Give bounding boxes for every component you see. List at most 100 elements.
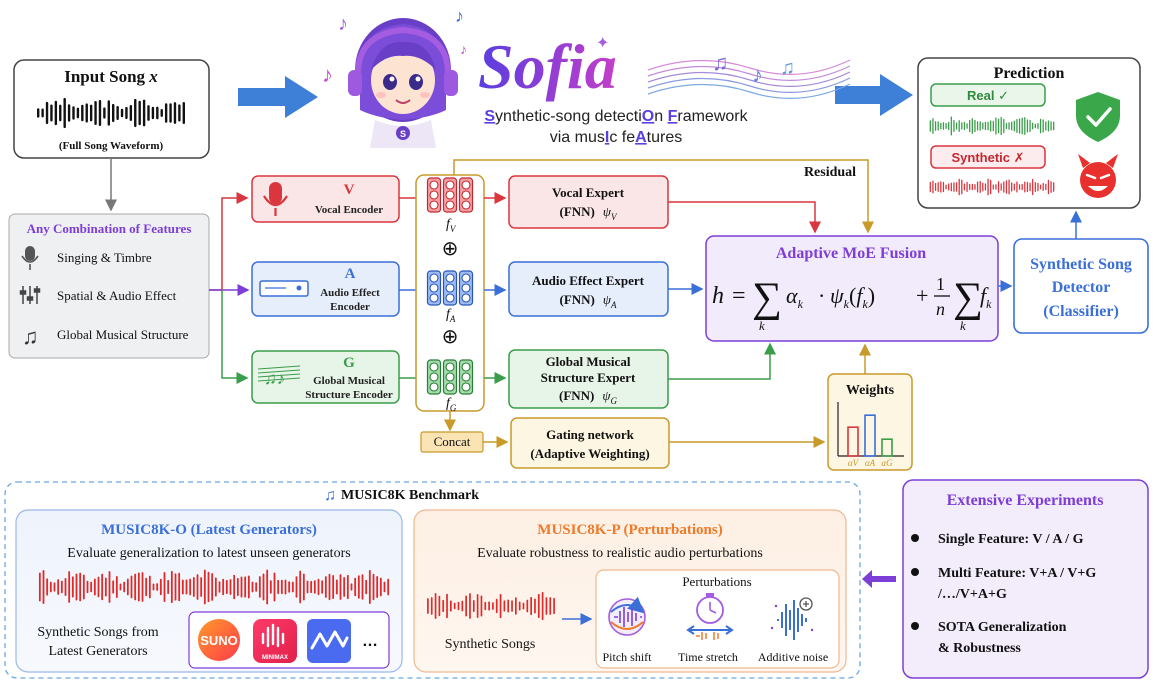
svg-text:∑: ∑	[752, 275, 782, 321]
benchmark-music-note-icon: ♫	[324, 487, 336, 504]
vocal-encoder: V Vocal Encoder	[251, 175, 400, 223]
sofia-mascot-icon: S	[348, 18, 458, 148]
experiment-item-1: Single Feature: V / A / G	[938, 532, 1084, 547]
detector-box: Synthetic Song Detector (Classifier)	[1013, 238, 1149, 334]
arrow-to-prediction	[835, 74, 913, 116]
mixer-sliders-icon	[19, 286, 41, 304]
microphone-icon	[263, 182, 288, 216]
svg-text:+: +	[916, 283, 928, 308]
more-generators-icon: …	[362, 633, 378, 650]
music8k-o-title: MUSIC8K-O (Latest Generators)	[101, 522, 317, 538]
weight-bar	[864, 414, 876, 457]
vocal-encoder-label: Vocal Encoder	[315, 204, 383, 216]
weight-label: αG	[881, 458, 893, 468]
weight-label: αV	[848, 458, 860, 468]
svg-text:∑: ∑	[953, 275, 983, 321]
svg-text:✦: ✦	[596, 35, 609, 52]
vocal-expert-psi: (FNN)ψV	[560, 204, 618, 222]
synthetic-label: Synthetic ✗	[951, 150, 1024, 165]
svg-text:h: h	[712, 283, 724, 309]
weights-bar-chart: αV αA αG	[837, 402, 904, 468]
experiment-item-2-line1: Multi Feature: V+A / V+G	[938, 566, 1096, 581]
features-box: Any Combination of Features Singing & Ti…	[8, 213, 210, 359]
weights-box: Weights αV αA αG	[827, 373, 913, 471]
microphone-icon	[21, 246, 39, 270]
vocal-expert-title: Vocal Expert	[552, 185, 625, 200]
fg-label: fG	[446, 396, 457, 413]
audio-encoder-label-1: Audio Effect	[320, 287, 380, 299]
global-expert-title-1: Global Musical	[546, 354, 631, 369]
weight-bar	[847, 426, 859, 457]
experiments-arrow	[862, 570, 896, 588]
global-expert: Global Musical Structure Expert (FNN)ψG	[508, 349, 669, 409]
svg-text:♪: ♪	[338, 13, 348, 35]
global-encoder-label-2: Structure Encoder	[305, 389, 393, 401]
sofia-subtitle-line2: via musIc feAtures	[550, 129, 683, 146]
detector-line3: (Classifier)	[1043, 303, 1119, 320]
svg-text:S: S	[400, 129, 406, 139]
audio-encoder-letter: A	[345, 266, 356, 282]
gating-line2: (Adaptive Weighting)	[530, 446, 649, 461]
audio-encoder: A Audio Effect Encoder	[251, 261, 400, 317]
weights-title: Weights	[846, 383, 895, 398]
input-song-box: Input Song x (Full Song Waveform)	[13, 59, 210, 159]
weight-bar	[881, 438, 893, 457]
residual-connection	[453, 159, 874, 234]
prediction-title: Prediction	[994, 65, 1065, 82]
pitch-shift-icon	[608, 596, 646, 636]
fusion-title: Adaptive MoE Fusion	[776, 245, 926, 262]
svg-text:SUNO: SUNO	[200, 633, 238, 648]
feature-singing: Singing & Timbre	[57, 250, 152, 265]
music-note-icon: ♫	[22, 324, 39, 349]
benchmark-title: MUSIC8K Benchmark	[341, 488, 479, 503]
input-waveform	[37, 97, 185, 129]
experiments-box: Extensive Experiments Single Feature: V …	[902, 479, 1149, 679]
music-notes-icon: ♪ ♪ ♪ ♪ ✦	[322, 6, 609, 87]
additive-noise-icon	[770, 597, 814, 640]
global-embedding	[426, 359, 474, 395]
svg-text:MINIMAX: MINIMAX	[262, 655, 288, 661]
time-stretch-icon	[686, 593, 734, 640]
oplus-2-icon: ⊕	[442, 326, 459, 348]
embedding-to-expert-arrows	[484, 192, 507, 384]
music8k-p-waveform	[427, 591, 555, 621]
gating-line1: Gating network	[546, 427, 635, 442]
concat-box: Concat	[420, 431, 484, 453]
time-stretch-label: Time stretch	[678, 650, 738, 664]
music8k-o-waveform	[38, 569, 390, 605]
svg-text:k: k	[960, 318, 966, 333]
sheet-music-icon: ♫♪	[257, 365, 301, 388]
experiment-item-3-line2: & Robustness	[938, 641, 1021, 656]
svg-text:♫♪: ♫♪	[264, 369, 285, 388]
real-label: Real ✓	[967, 88, 1009, 103]
residual-label: Residual	[804, 165, 856, 180]
benchmark-panel: ♫ MUSIC8K Benchmark	[4, 481, 861, 679]
global-encoder-label-1: Global Musical	[313, 375, 385, 387]
svg-text:·: ·	[818, 283, 825, 308]
wave-brand-logo	[307, 619, 351, 663]
concat-label: Concat	[434, 434, 471, 449]
vocal-embedding	[426, 177, 474, 213]
audio-encoder-label-2: Encoder	[330, 301, 370, 313]
feature-to-encoder-arrows	[209, 192, 250, 384]
music8k-p-desc: Evaluate robustness to realistic audio p…	[477, 546, 763, 561]
real-waveform	[929, 116, 1055, 136]
suno-logo: SUNO	[198, 619, 240, 661]
experiment-item-2-line2: /…/V+A+G	[937, 587, 1007, 602]
svg-text:♪: ♪	[322, 62, 333, 87]
music8k-o-sub-2: Latest Generators	[48, 644, 147, 659]
arrow-to-sofia	[238, 76, 318, 118]
weight-label: αA	[865, 458, 876, 468]
features-title: Any Combination of Features	[27, 221, 192, 236]
global-encoder: ♫♪ G Global Musical Structure Encoder	[251, 350, 400, 404]
audio-expert-psi: (FNN)ψA	[560, 292, 617, 310]
svg-text:♫: ♫	[780, 57, 795, 79]
shield-check-icon	[1076, 92, 1120, 142]
svg-text:1: 1	[936, 274, 945, 294]
perturbations-title: Perturbations	[682, 574, 751, 589]
svg-text:♪: ♪	[460, 41, 467, 57]
music8k-p-title: MUSIC8K-P (Perturbations)	[537, 522, 722, 538]
global-expert-psi: (FNN)ψG	[559, 388, 617, 406]
audio-expert: Audio Effect Expert (FNN)ψA	[508, 261, 669, 317]
